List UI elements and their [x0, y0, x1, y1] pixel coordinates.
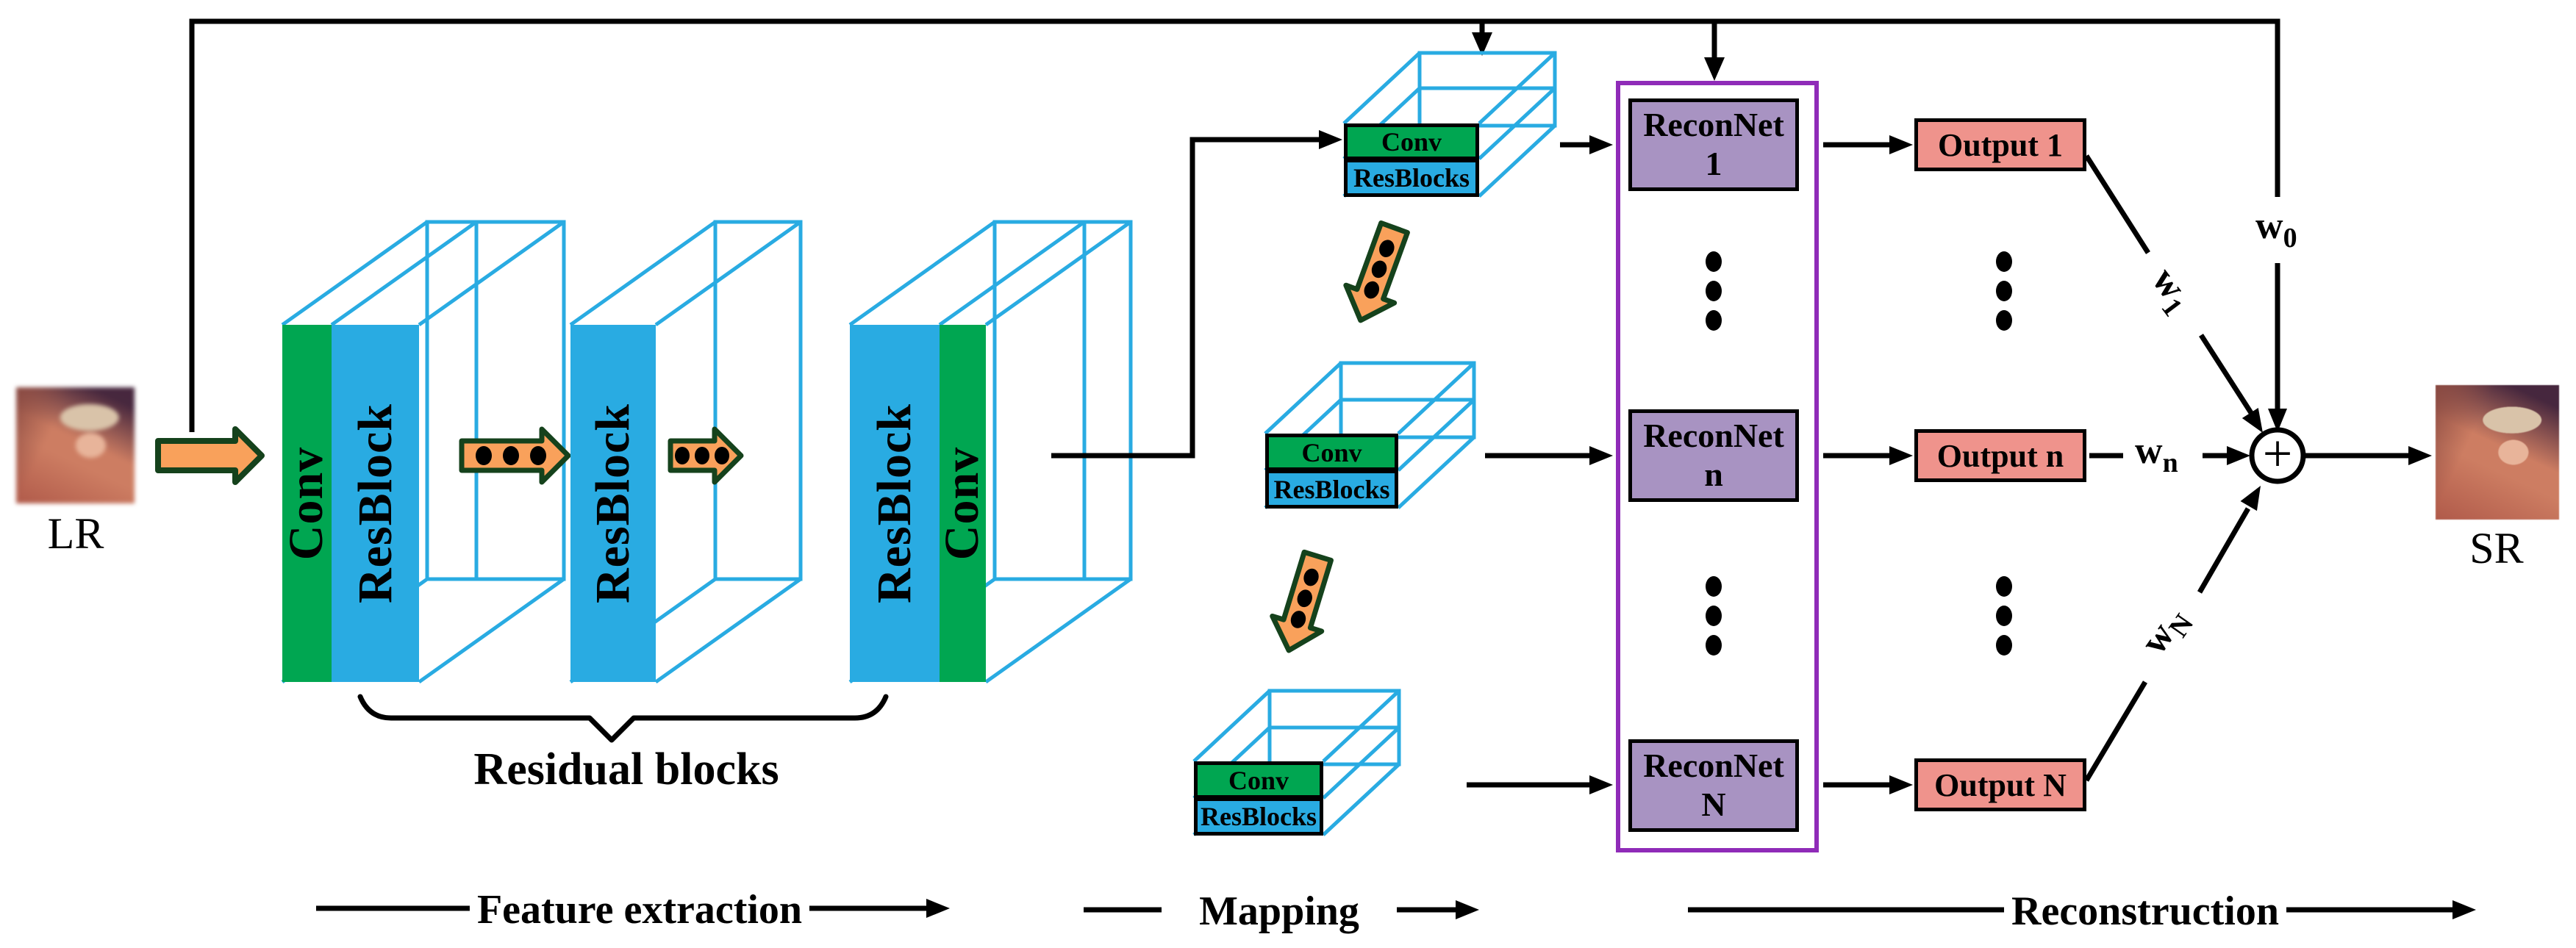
block2-resblock-label: ResBlock	[586, 403, 640, 603]
reconnet-1-box: ReconNet 1	[1628, 98, 1799, 191]
wn-label: wn	[2130, 429, 2183, 479]
block3-resblock-label: ResBlock	[867, 403, 921, 603]
feature-extraction-section-label: Feature extraction	[469, 886, 810, 933]
tray2-conv-label: Conv	[1301, 437, 1362, 467]
reconnet-N-box: ReconNet N	[1628, 739, 1799, 832]
reconnet-n-box: ReconNet n	[1628, 409, 1799, 502]
skip-connection-line	[189, 18, 2280, 432]
mapping-arrowhead	[1456, 900, 1479, 919]
reconnet-ellipsis-bottom-icon	[1706, 576, 1722, 656]
sr-label: SR	[2469, 524, 2524, 572]
w1-line	[2084, 154, 2256, 419]
reconnet-N-index: N	[1701, 786, 1726, 823]
output-N-box: Output N	[1914, 758, 2086, 811]
lr-image	[16, 387, 135, 503]
section-rule-lines	[316, 905, 2454, 913]
drop-arrowhead-reconnet	[1704, 57, 1725, 81]
reconnet1-input-arrowhead	[1589, 135, 1613, 154]
reconstruction-arrowhead	[2452, 900, 2476, 919]
mapping-ellipsis-arrow-1-icon	[1343, 220, 1410, 323]
feature-extraction-arrowhead	[926, 899, 950, 918]
reconnet-ellipsis-top-icon	[1706, 251, 1722, 331]
tray1-conv-box: Conv	[1344, 123, 1479, 160]
sr-arrowhead	[2408, 446, 2432, 465]
sr-image	[2436, 385, 2559, 520]
output-ellipsis-bottom-icon	[1996, 576, 2012, 656]
tray1-resblocks-label: ResBlocks	[1353, 163, 1470, 193]
output-n-label: Output n	[1936, 437, 2064, 474]
block2-resblock-face: ResBlock	[570, 325, 656, 682]
output-N-label: Output N	[1934, 766, 2067, 803]
output-ellipsis-top-icon	[1996, 251, 2012, 331]
residual-blocks-brace	[357, 694, 889, 743]
outputn-input-arrowhead	[1889, 446, 1913, 465]
tray1-resblocks-box: ResBlocks	[1344, 159, 1479, 197]
block3-resblock-face: ResBlock	[850, 325, 940, 682]
reconnet-1-index: 1	[1705, 145, 1722, 182]
tray2-conv-box: Conv	[1265, 434, 1398, 471]
block3-conv-face: Conv	[936, 325, 990, 682]
reconnet-n-index: n	[1704, 456, 1723, 493]
tray3-conv-label: Conv	[1228, 765, 1289, 795]
output-n-box: Output n	[1914, 429, 2086, 482]
reconnet-output-arrows	[1823, 142, 1891, 788]
block3-output-line	[1051, 137, 1320, 459]
ellipsis-arrow-1-icon	[459, 426, 571, 485]
mapping-ellipsis-arrow-2-icon	[1270, 549, 1334, 653]
w0-label: w0	[2251, 204, 2302, 254]
w1-arrowhead	[2242, 408, 2263, 433]
tray2-resblocks-label: ResBlocks	[1273, 474, 1390, 504]
tray3-resblocks-box: ResBlocks	[1194, 797, 1323, 836]
mapping-input-arrowhead	[1319, 130, 1342, 149]
tray2-resblocks-box: ResBlocks	[1265, 470, 1398, 509]
top-drop-arrows	[1479, 21, 1717, 59]
output-1-box: Output 1	[1914, 118, 2086, 171]
output-1-label: Output 1	[1938, 126, 2063, 163]
reconnet-N-label: ReconNet	[1643, 747, 1784, 785]
drop-arrowhead-mapping	[1472, 32, 1492, 56]
reconstruction-section-label: Reconstruction	[2004, 888, 2286, 935]
wN-line	[2083, 507, 2251, 782]
wN-arrowhead	[2240, 486, 2261, 511]
wn-arrowhead	[2227, 446, 2250, 465]
tray-output-arrows	[1467, 142, 1591, 788]
tray1-conv-label: Conv	[1381, 127, 1442, 157]
mapping-section-label: Mapping	[1192, 888, 1367, 935]
output1-input-arrowhead	[1889, 135, 1913, 154]
reconnetN-input-arrowhead	[1589, 775, 1613, 794]
outputN-input-arrowhead	[1889, 775, 1913, 794]
tray3-resblocks-label: ResBlocks	[1200, 802, 1317, 831]
reconnet-1-label: ReconNet	[1643, 106, 1784, 144]
residual-blocks-label: Residual blocks	[473, 744, 779, 794]
sum-plus-symbol: +	[2262, 424, 2293, 484]
block1-resblock-label: ResBlock	[348, 403, 402, 603]
block1-resblock-face: ResBlock	[332, 325, 419, 682]
lr-label: LR	[47, 509, 104, 558]
w0-arrowhead	[2268, 409, 2287, 432]
reconnet-n-label: ReconNet	[1643, 417, 1784, 455]
block3-conv-label: Conv	[935, 446, 990, 561]
input-arrow-icon	[155, 426, 265, 485]
reconnet-column-container	[1616, 81, 1819, 852]
block1-conv-face: Conv	[279, 325, 334, 682]
block1-conv-label: Conv	[279, 446, 334, 561]
ellipsis-arrow-2-icon	[668, 426, 744, 485]
reconnetn-input-arrowhead	[1589, 446, 1613, 465]
tray3-conv-box: Conv	[1194, 761, 1323, 799]
